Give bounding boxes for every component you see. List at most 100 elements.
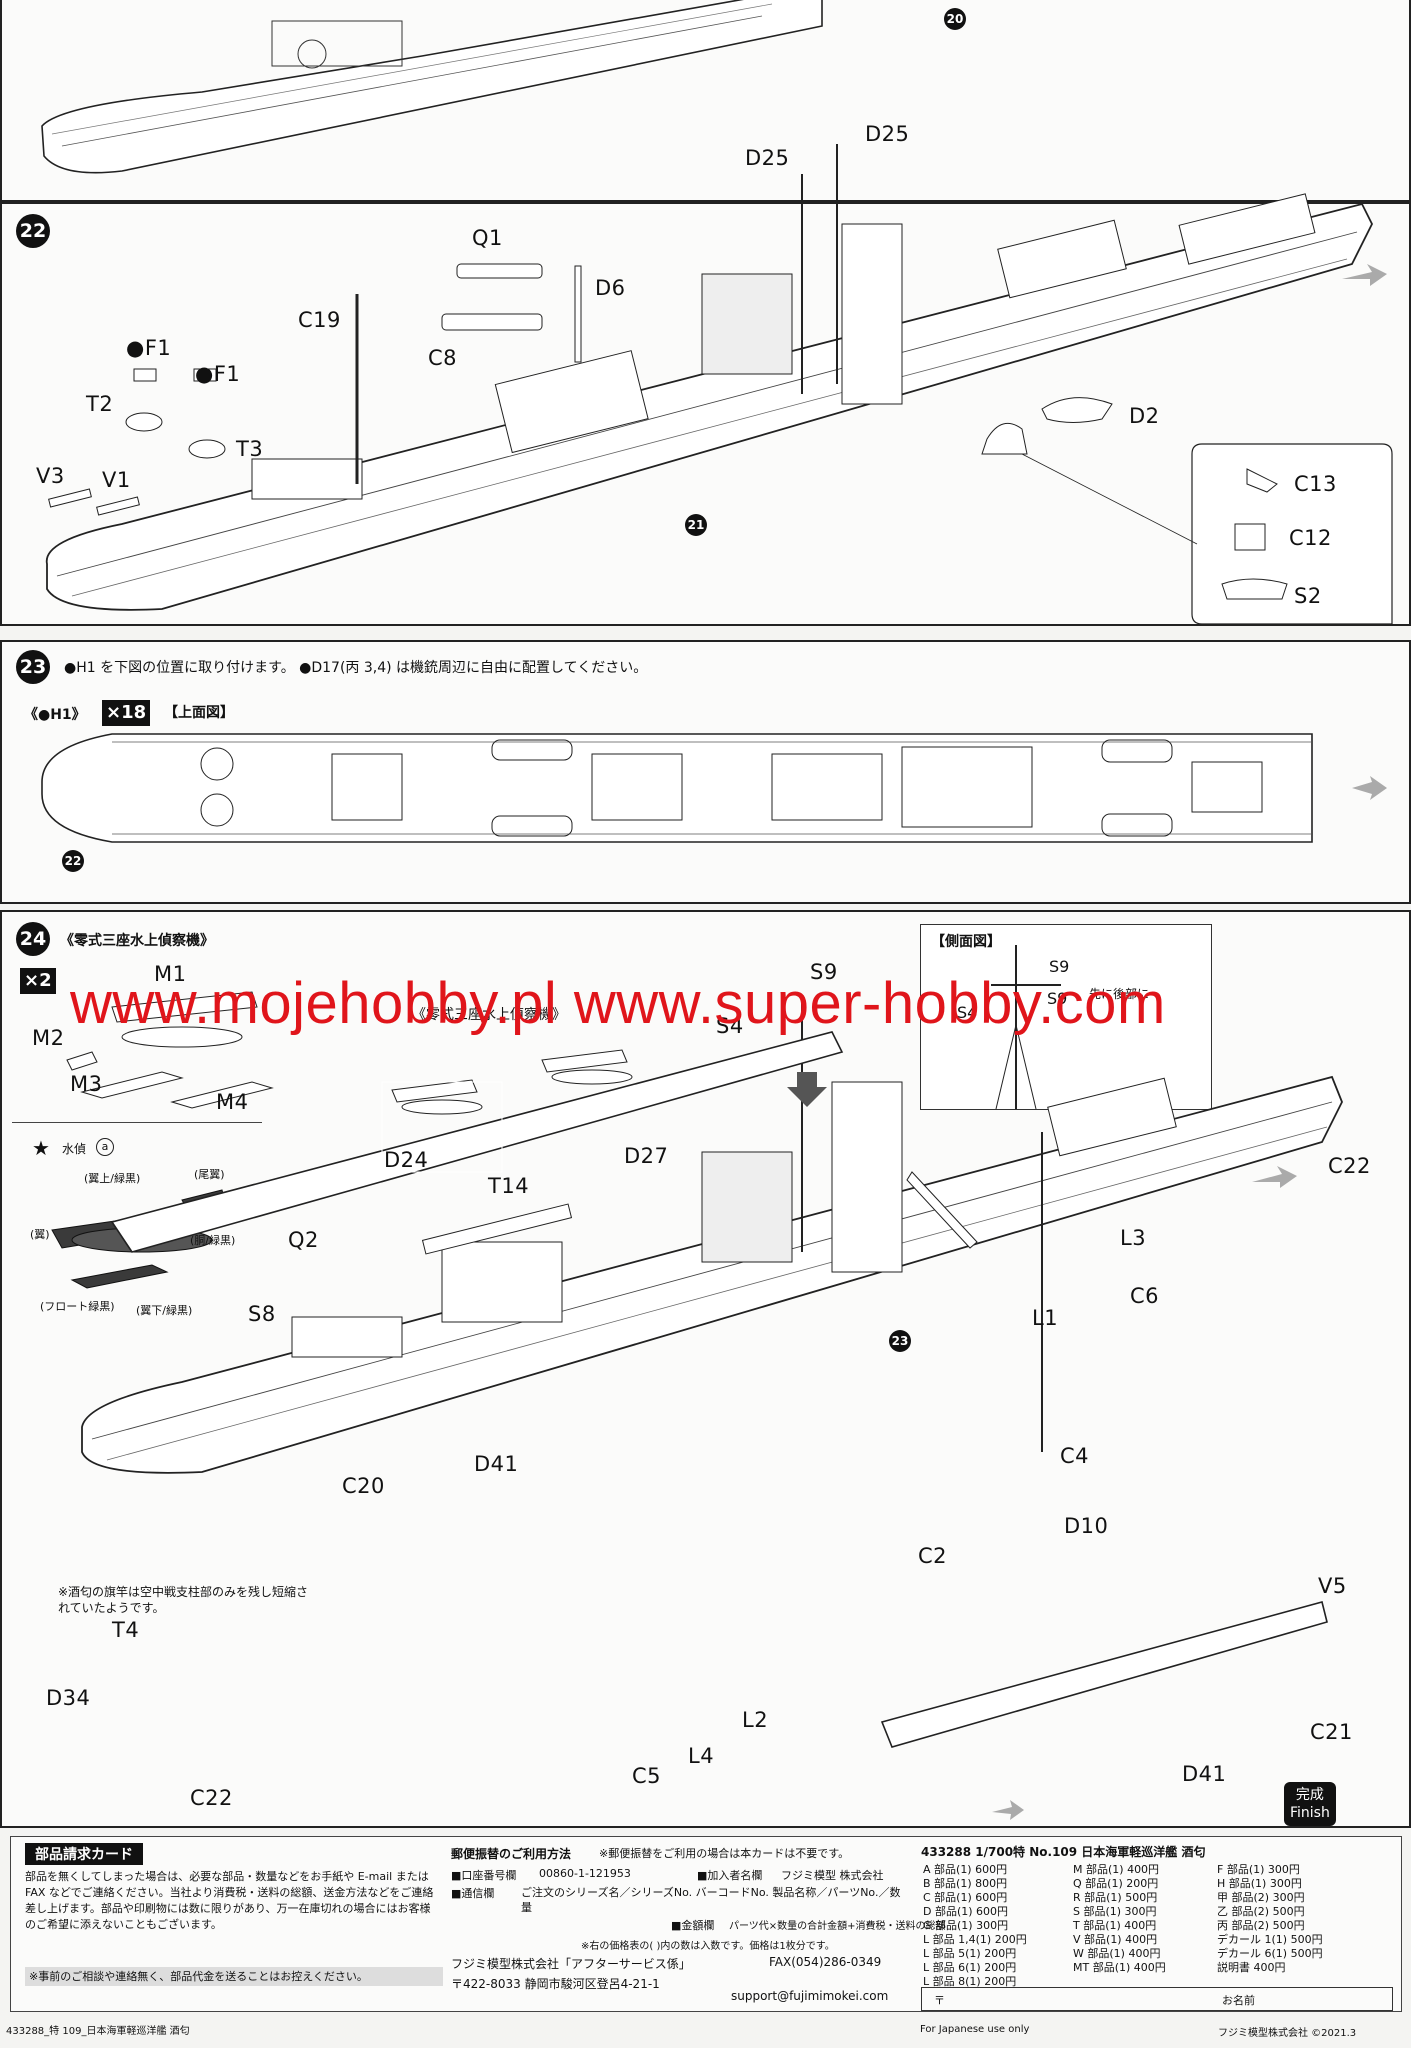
step-number: 23 (16, 650, 50, 684)
amount-label: ■金額欄 (671, 1919, 715, 1932)
part-label: ●F1 (126, 336, 172, 360)
final-part-label: L4 (688, 1744, 715, 1768)
flagstaff-note: ※酒匂の旗竿は空中戦支柱部のみを残し短縮されていたようです。 (58, 1585, 309, 1615)
part-label: C12 (1289, 526, 1332, 550)
plane-part-label: M1 (154, 962, 187, 986)
price-row: R 部品(1) 500円 (1073, 1891, 1158, 1904)
final-part-label: C22 (190, 1786, 233, 1810)
paint-note: (胴/緑黒) (190, 1234, 236, 1247)
price-row: デカール 1(1) 500円 (1217, 1933, 1323, 1946)
paint-note: (翼下/緑黒) (136, 1304, 193, 1317)
side-part-label: S9 (1047, 989, 1068, 1008)
price-row: V 部品(1) 400円 (1073, 1933, 1158, 1946)
final-part-label: D41 (1182, 1762, 1227, 1786)
price-row: 乙 部品(2) 500円 (1217, 1905, 1305, 1918)
product-name: 433288 1/700特 No.109 日本海軍軽巡洋艦 酒匂 (921, 1845, 1206, 1859)
price-row: 甲 部品(2) 300円 (1217, 1891, 1305, 1904)
step-title: 《零式三座水上偵察機》 (60, 933, 214, 949)
price-row: Q 部品(1) 200円 (1073, 1877, 1159, 1890)
plane-callout: 《零式三座水上偵察機》 (412, 1007, 566, 1023)
part-label: S2 (1294, 584, 1322, 608)
email: support@fujimimokei.com (731, 1989, 889, 2003)
side-part-label: S9 (1049, 957, 1070, 976)
final-part-label: T4 (112, 1618, 140, 1642)
part-label: D27 (624, 1144, 669, 1168)
price-row: T 部品(1) 400円 (1073, 1919, 1157, 1932)
price-row: 丙 部品(2) 500円 (1217, 1919, 1305, 1932)
price-row: D 部品(1) 600円 (923, 1905, 1009, 1918)
part-label: T3 (236, 437, 264, 461)
ship-hull-step22 (45, 144, 1393, 625)
amount-text: パーツ代×数量の合計金額+消費税・送料の総額 (729, 1921, 946, 1932)
name-label: お名前 (1222, 1994, 1255, 2007)
price-row: W 部品(1) 400円 (1073, 1947, 1161, 1960)
part-label: D41 (474, 1452, 519, 1476)
part-label: V3 (36, 464, 65, 488)
order-card-body: 部品を無くしてしまった場合は、必要な部品・数量などをお手紙や E-mail また… (25, 1870, 434, 1931)
step-number: 24 (16, 922, 50, 956)
side-view-note: 先に後部に (1089, 987, 1150, 1001)
price-row: L 部品 1,4(1) 200円 (923, 1933, 1027, 1946)
star-icon: ★ (32, 1136, 50, 1160)
part-label: S9 (810, 960, 838, 984)
final-part-label: C4 (1060, 1444, 1090, 1468)
transfer-note: ※郵便振替をご利用の場合は本カードは不要です。 (599, 1847, 850, 1860)
part-label: C6 (1130, 1284, 1160, 1308)
part-label: Q2 (288, 1228, 319, 1252)
part-label: S8 (248, 1302, 276, 1326)
assembly-ref-21: 21 (685, 514, 707, 536)
order-card-note: ※事前のご相談や連絡無く、部品代金を送ることはお控えください。 (25, 1967, 443, 1986)
plane-part-label: M2 (32, 1026, 65, 1050)
assembly-ref-22: 22 (62, 850, 84, 872)
part-label: D25 (745, 146, 790, 170)
assembly-ref-23: 23 (889, 1330, 911, 1352)
finish-label-ja: 完成 (1295, 1787, 1324, 1803)
part-label: C20 (342, 1474, 385, 1498)
price-row: A 部品(1) 600円 (923, 1863, 1008, 1876)
view-label: 【上面図】 (164, 705, 234, 721)
transfer-title: 郵便振替のご利用方法 (451, 1847, 572, 1861)
postal-label: 〒 (934, 1994, 945, 2007)
part-label: Q1 (472, 226, 503, 250)
part-label: D25 (865, 122, 910, 146)
part-label: T14 (488, 1174, 530, 1198)
watermark: www.mojehobby.pl www.super-hobby.com (70, 971, 1166, 1036)
final-part-label: V5 (1318, 1574, 1347, 1598)
paint-note: (フロート緑黒) (40, 1300, 115, 1313)
holder-label: ■加入者名欄 (697, 1869, 763, 1882)
price-row: MT 部品(1) 400円 (1073, 1961, 1166, 1974)
seaplane-exploded (66, 991, 274, 1109)
part-label: C22 (1328, 1154, 1371, 1178)
holder-name: フジミ模型 株式会社 (781, 1869, 884, 1882)
price-row: 説明書 400円 (1217, 1961, 1286, 1974)
side-view-label: 【側面図】 (931, 934, 1001, 950)
final-part-label: C5 (632, 1764, 662, 1788)
paint-note: (尾翼) (194, 1168, 225, 1181)
ship-hull-step20 (41, 0, 823, 174)
price-note: ※右の価格表の( )内の数は入数です。価格は1枚分です。 (581, 1941, 835, 1952)
final-part-label: D10 (1064, 1514, 1109, 1538)
mast-drawing (991, 945, 1061, 1109)
price-row: S 部品(1) 300円 (1073, 1905, 1157, 1918)
domestic-note: For Japanese use only (920, 2024, 1030, 2035)
finish-label-en: Finish (1290, 1805, 1330, 1821)
copyright: フジミ模型株式会社 ©2021.3 (1218, 2028, 1357, 2039)
price-row: G 部品(1) 300円 (923, 1919, 1009, 1932)
divider (12, 1122, 262, 1123)
price-row: L 部品 5(1) 200円 (923, 1947, 1017, 1960)
part-label: L1 (1032, 1306, 1059, 1330)
ship-hull-step24 (81, 1002, 1343, 1820)
price-row: B 部品(1) 800円 (923, 1877, 1008, 1890)
price-row: デカール 6(1) 500円 (1217, 1947, 1323, 1960)
part-label: C13 (1294, 472, 1337, 496)
finish-badge: 完成 Finish (1284, 1782, 1336, 1826)
quantity-badge: ×18 (102, 700, 151, 726)
price-table-col3: F 部品(1) 300円 H 部品(1) 300円 甲 部品(2) 300円 乙… (1217, 1863, 1323, 1975)
price-table-col1: A 部品(1) 600円 B 部品(1) 800円 C 部品(1) 600円 D… (923, 1863, 1027, 1989)
part-label: T2 (86, 392, 114, 416)
final-part-label: D34 (46, 1686, 91, 1710)
part-label: D2 (1129, 404, 1160, 428)
address: 〒422-8033 静岡市駿河区登呂4-21-1 (451, 1977, 660, 1991)
part-label: D6 (595, 276, 626, 300)
parts-order-card: 部品請求カード 部品を無くしてしまった場合は、必要な部品・数量などをお手紙や E… (10, 1836, 1402, 2012)
